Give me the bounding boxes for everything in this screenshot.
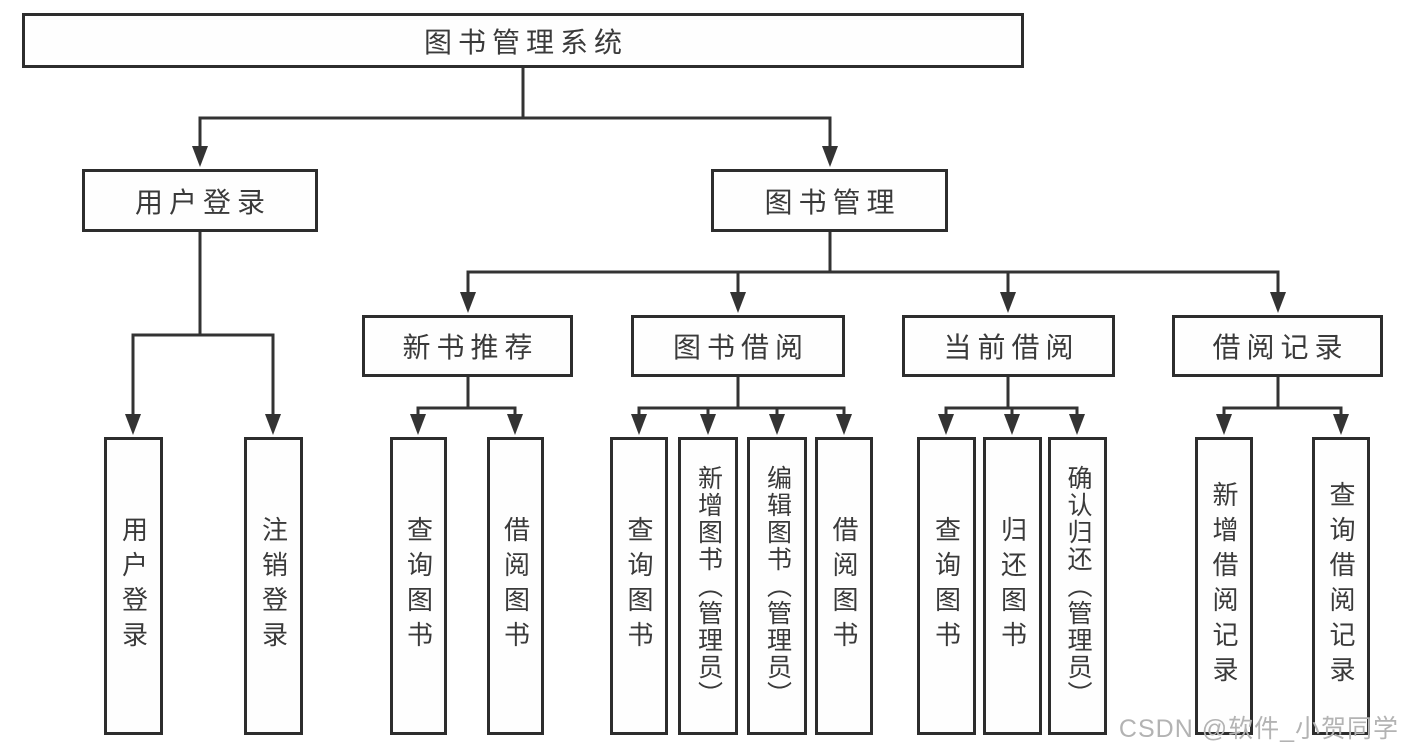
node-new-book-recommend: 新书推荐 [362,315,573,377]
node-label: 图书管理系统 [423,26,628,58]
node-library-system: 图书管理系统 [22,13,1024,68]
node-label: 查询图书 [931,516,962,656]
node-label: 归还图书 [997,516,1028,656]
node-book-management: 图书管理 [711,169,948,232]
leaf-query-book-current: 查询图书 [917,437,976,735]
leaf-return-book: 归还图书 [983,437,1042,735]
leaf-edit-book-admin: 编辑图书（管理员） [747,437,807,735]
node-label: 查询图书 [403,516,434,656]
leaf-user-login: 用户登录 [104,437,163,735]
node-label: 用户登录 [134,186,271,218]
node-label: 借阅记录 [1212,332,1349,363]
node-borrow-records: 借阅记录 [1172,315,1383,377]
node-label: 注销登录 [258,516,289,656]
node-book-borrow: 图书借阅 [631,315,845,377]
node-label: 用户登录 [118,516,149,656]
node-current-borrow: 当前借阅 [902,315,1115,377]
leaf-query-borrow-record: 查询借阅记录 [1312,437,1370,735]
leaf-confirm-return-admin: 确认归还（管理员） [1048,437,1107,735]
leaf-query-book-borrow: 查询图书 [610,437,668,735]
node-user-login: 用户登录 [82,169,318,232]
node-label: 借阅图书 [500,516,531,656]
node-label: 图书管理 [764,186,901,218]
leaf-logout-login: 注销登录 [244,437,303,735]
node-label: 图书借阅 [672,332,809,363]
leaf-add-book-admin: 新增图书（管理员） [678,437,738,735]
node-label: 查询图书 [624,516,654,656]
csdn-watermark: CSDN @软件_小贺同学 [1118,715,1399,743]
leaf-query-book-recommend: 查询图书 [390,437,447,735]
node-label: 确认归还（管理员） [1064,464,1092,708]
node-label: 当前借阅 [943,332,1080,363]
node-label: 新增借阅记录 [1209,481,1239,691]
node-label: 借阅图书 [829,516,859,656]
leaf-add-borrow-record: 新增借阅记录 [1195,437,1253,735]
leaf-borrow-book-recommend: 借阅图书 [487,437,544,735]
node-label: 新增图书（管理员） [694,464,723,708]
leaf-borrow-book: 借阅图书 [815,437,873,735]
node-label: 新书推荐 [402,332,539,363]
node-label: 查询借阅记录 [1326,481,1356,691]
node-label: 编辑图书（管理员） [763,464,792,708]
